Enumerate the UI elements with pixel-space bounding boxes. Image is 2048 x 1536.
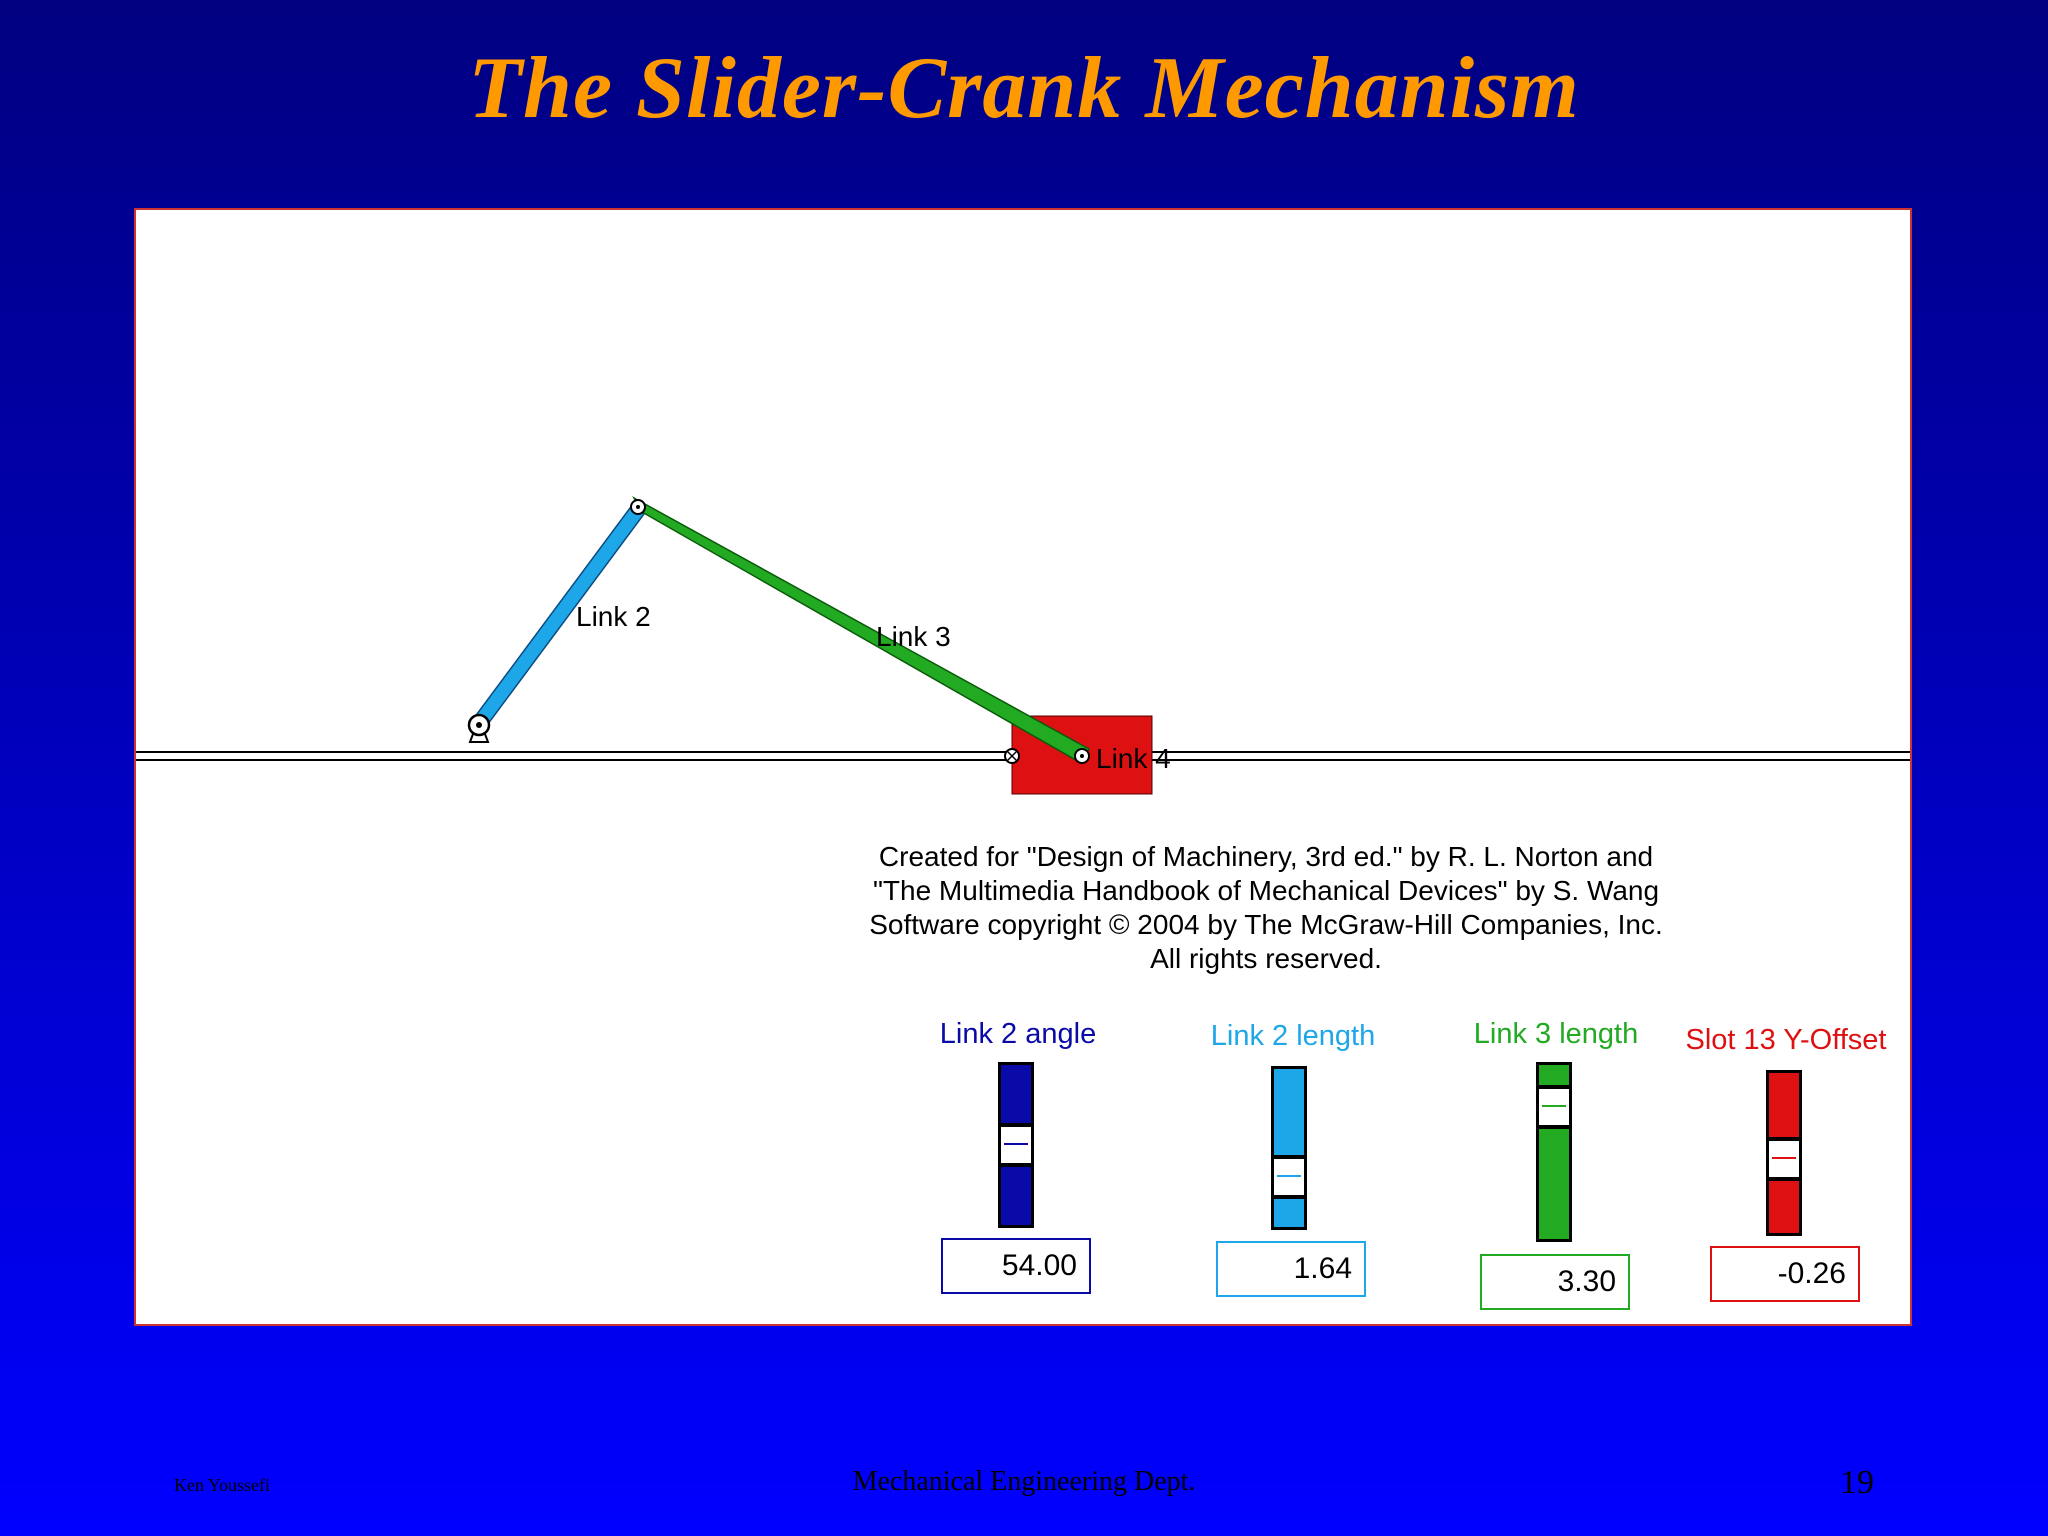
link2-angle-label: Link 2 angle: [939, 1018, 1097, 1050]
joint-2-3-icon: [630, 499, 646, 515]
credits-block: Created for "Design of Machinery, 3rd ed…: [696, 840, 1836, 976]
slider-marker-icon: [1004, 748, 1020, 764]
slot13-y-offset-scroll-thumb[interactable]: [1769, 1137, 1799, 1181]
link3-length-scrollbar[interactable]: [1536, 1062, 1572, 1242]
mechanism-diagram: Link 2 Link 3 Link 4: [136, 496, 1910, 795]
credits-line-4: All rights reserved.: [1150, 943, 1382, 974]
credits-line-2: "The Multimedia Handbook of Mechanical D…: [872, 875, 1660, 906]
link2-length-value-field[interactable]: 1.64: [1216, 1241, 1366, 1297]
link2-length-scroll-thumb[interactable]: [1274, 1155, 1304, 1199]
joint-3-4-icon: [1074, 748, 1090, 764]
link3-length-value-field[interactable]: 3.30: [1480, 1254, 1630, 1310]
credits-line-1: Created for "Design of Machinery, 3rd ed…: [878, 841, 1654, 872]
link2-angle-scroll-thumb[interactable]: [1001, 1123, 1031, 1167]
credits-line-3: Software copyright © 2004 by The McGraw-…: [869, 909, 1663, 940]
slot13-y-offset-scrollbar[interactable]: [1766, 1070, 1802, 1236]
link4-label: Link 4: [1096, 743, 1171, 774]
link2-length-label: Link 2 length: [1210, 1020, 1376, 1052]
slot13-y-offset-value-field[interactable]: -0.26: [1710, 1246, 1860, 1302]
slot13-y-offset-label: Slot 13 Y-Offset: [1685, 1024, 1887, 1056]
ground-pivot-icon: [467, 713, 491, 743]
slide-title: The Slider-Crank Mechanism: [468, 40, 1580, 137]
link3-length-scroll-thumb[interactable]: [1539, 1085, 1569, 1129]
link3-length-label: Link 3 length: [1473, 1018, 1639, 1050]
simulation-panel: Link 2 Link 3 Link 4 Created for "Design…: [134, 208, 1912, 1326]
link2-length-scrollbar[interactable]: [1271, 1066, 1307, 1230]
footer-author: Ken Youssefi: [174, 1475, 271, 1495]
page-number: 19: [1840, 1464, 1874, 1501]
link3-coupler[interactable]: [632, 496, 1091, 765]
link3-label: Link 3: [876, 621, 951, 652]
link2-angle-value-field[interactable]: 54.00: [941, 1238, 1091, 1294]
footer-dept: Mechanical Engineering Dept.: [852, 1466, 1196, 1497]
link2-label: Link 2: [576, 601, 651, 632]
link2-angle-scrollbar[interactable]: [998, 1062, 1034, 1228]
